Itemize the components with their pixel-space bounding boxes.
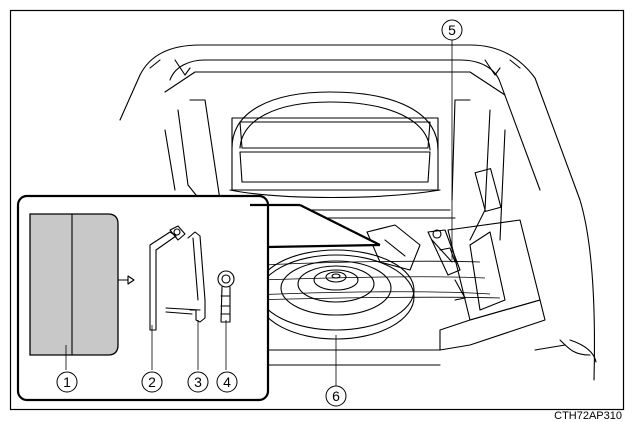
callout-6: 6 xyxy=(325,385,347,407)
callout-5-label: 5 xyxy=(448,22,456,38)
callout-5: 5 xyxy=(441,19,463,41)
callout-4: 4 xyxy=(216,371,238,393)
callout-6-label: 6 xyxy=(332,388,340,404)
jack-handle-part xyxy=(165,231,206,323)
callout-3: 3 xyxy=(187,371,209,393)
tools-inset xyxy=(16,194,381,402)
towing-eye-part xyxy=(217,270,235,323)
callout-2-label: 2 xyxy=(148,374,156,390)
wheel-nut-wrench-part xyxy=(149,225,186,331)
jack-part xyxy=(427,229,466,301)
callout-4-label: 4 xyxy=(223,374,231,390)
callout-1-label: 1 xyxy=(63,374,71,390)
callout-3-label: 3 xyxy=(194,374,202,390)
callout-1: 1 xyxy=(56,371,78,393)
callout-2: 2 xyxy=(141,371,163,393)
tool-bag-part xyxy=(29,213,135,356)
figure-code: CTH72AP310 xyxy=(554,410,622,422)
